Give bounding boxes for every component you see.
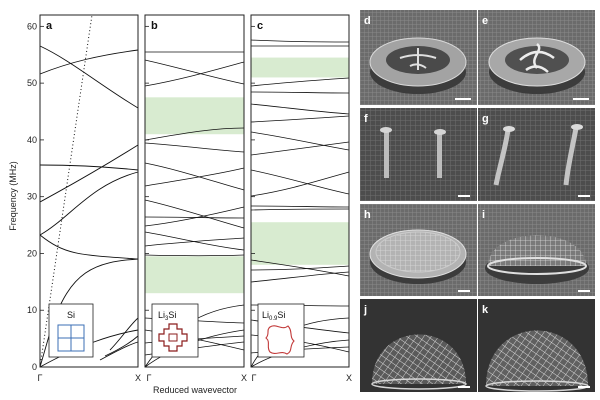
band-curve: [250, 169, 350, 195]
inset-li09si: Li0.9Si: [257, 303, 305, 358]
y-tick-label: 60: [27, 21, 37, 31]
band-curve: [104, 335, 139, 357]
y-tick-label: 10: [27, 305, 37, 315]
x-tick-gamma: Γ: [38, 373, 43, 383]
plot-frame-a: [39, 14, 139, 368]
y-axis-label: Frequency (MHz): [8, 161, 18, 231]
x-axis-label: Reduced wavevector: [153, 385, 237, 395]
panel-label-e: e: [482, 15, 488, 27]
x-tick-gamma: Γ: [252, 373, 257, 383]
micrograph-i: i: [478, 204, 595, 296]
band-curve: [144, 162, 245, 191]
band-curve: [144, 199, 245, 229]
band-gap: [251, 222, 349, 265]
plot-frame-c: [250, 14, 350, 368]
inset-li3si-shape: [158, 323, 188, 352]
panel-label-j: j: [363, 304, 367, 316]
band-curve: [99, 341, 139, 361]
band-curve: [250, 208, 350, 211]
band-curve: [250, 271, 350, 283]
band-curve: [250, 259, 350, 277]
band-curve: [39, 45, 139, 109]
x-tick-x: X: [346, 373, 352, 383]
y-tick-label: 0: [32, 362, 37, 372]
band-curve: [250, 141, 350, 156]
panel-label-h: h: [364, 209, 371, 221]
inset-si: Si: [48, 303, 94, 358]
micrograph-f: f: [360, 108, 477, 201]
y-ticks: [251, 25, 255, 368]
y-ticks: 0 10 20 30 40 50 60: [27, 21, 44, 372]
band-curves-a: [39, 45, 139, 368]
band-gap: [145, 97, 244, 135]
band-curve: [250, 77, 350, 87]
panel-label-a: a: [46, 20, 53, 32]
y-ticks: [145, 25, 149, 368]
band-curve: [144, 167, 245, 187]
band-curve: [250, 131, 350, 151]
inset-li09si-shape: [265, 325, 295, 355]
band-gap: [251, 57, 349, 78]
panel-label-c: c: [257, 20, 263, 32]
band-curve: [250, 265, 350, 271]
panel-label-b: b: [151, 20, 158, 32]
x-tick-gamma: Γ: [147, 373, 152, 383]
micrograph-g: g: [478, 108, 595, 201]
y-tick-label: 40: [27, 135, 37, 145]
band-curve: [144, 237, 245, 247]
micrograph-j: j: [360, 299, 477, 392]
band-gap: [145, 256, 244, 294]
band-curve: [250, 91, 350, 94]
panel-a: 0 10 20 30 40 50 60 a Si Γ X: [27, 14, 141, 383]
band-curve: [144, 254, 245, 257]
band-curve: [39, 49, 139, 75]
inset-li3si: Li3Si: [151, 303, 199, 358]
y-tick-label: 30: [27, 192, 37, 202]
band-curve: [144, 206, 245, 227]
panel-label-k: k: [482, 304, 489, 316]
band-curve: [109, 317, 139, 351]
band-curve: [144, 142, 245, 153]
band-curve: [144, 231, 245, 251]
micrograph-e: e: [478, 10, 595, 105]
band-curve: [39, 234, 139, 260]
panel-c: c Li0.9Si Γ X: [250, 14, 352, 383]
panel-label-g: g: [482, 113, 489, 125]
subscript: 3: [165, 316, 169, 322]
micrograph-d: d: [360, 10, 477, 105]
band-curve: [39, 144, 139, 203]
micrograph-h: h: [360, 204, 477, 296]
band-curve: [250, 115, 350, 123]
panel-label-d: d: [364, 15, 371, 27]
y-tick-label: 20: [27, 248, 37, 258]
band-curve: [39, 329, 139, 368]
band-curve: [39, 171, 139, 236]
x-tick-x: X: [135, 373, 141, 383]
band-gaps-b: [145, 97, 244, 294]
band-curve: [144, 59, 245, 85]
inset-material-label: Li0.9Si: [262, 310, 285, 322]
band-curve: [144, 127, 245, 141]
x-tick-x: X: [241, 373, 247, 383]
panel-label-i: i: [482, 209, 485, 221]
band-curve: [250, 39, 350, 43]
plot-frame-b: [144, 14, 245, 368]
inset-material-label: Si: [67, 310, 75, 320]
micrograph-k: k: [478, 299, 595, 392]
inset-material-label: Li3Si: [158, 310, 176, 322]
band-curve: [250, 205, 350, 208]
band-curve: [144, 61, 245, 87]
band-curve: [39, 164, 139, 171]
y-tick-label: 50: [27, 78, 37, 88]
band-curve: [250, 103, 350, 115]
band-curve: [250, 171, 350, 197]
panel-label-f: f: [364, 113, 368, 125]
band-gaps-c: [251, 57, 349, 265]
subscript: 0.9: [269, 316, 278, 322]
panel-b: b Li3Si Γ X: [144, 14, 247, 383]
